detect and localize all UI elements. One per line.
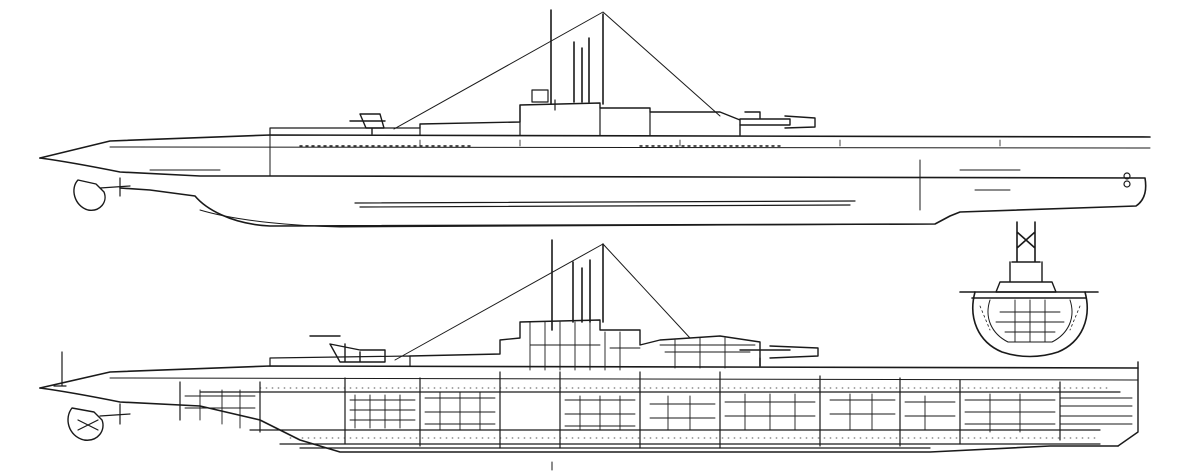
inboard-deck-line (39, 365, 1139, 389)
midship-cross-section (959, 221, 1099, 358)
periscope (573, 37, 590, 103)
bulkheads (179, 371, 1061, 449)
bow-post (1117, 361, 1139, 447)
section-conning-tower (995, 261, 1057, 293)
inboard-after-gun (309, 335, 386, 363)
forward-deck-gun (739, 111, 816, 129)
conning-tower (419, 102, 741, 136)
conning-tower-interior (529, 321, 641, 371)
propeller-shaft (99, 177, 131, 197)
forward-compartments (829, 393, 1056, 433)
deck-edge (109, 146, 1151, 149)
inboard-conning-tower (409, 319, 761, 367)
after-torpedo-room (184, 389, 256, 429)
section-hull (972, 291, 1088, 358)
keel-line (199, 209, 931, 228)
outboard-profile (39, 9, 1151, 228)
after-casing (269, 127, 421, 136)
hull-outline (39, 157, 1147, 227)
stern-frame (149, 135, 271, 177)
hawse-hole (1123, 180, 1131, 188)
station-marks (419, 139, 1001, 147)
bow-frame (919, 159, 1021, 211)
inboard-casing (269, 355, 411, 367)
section-mast (1011, 221, 1041, 263)
wireless-aerial (393, 11, 721, 130)
engine-room-machinery (349, 391, 496, 431)
pressure-hull (199, 391, 1121, 431)
inboard-deck-edge (109, 377, 1139, 381)
control-room (659, 337, 756, 369)
after-deck-gun (349, 113, 386, 135)
inboard-wireless-aerial (394, 243, 691, 361)
conning-tower-hatch (531, 89, 549, 103)
rudder (73, 179, 106, 211)
inboard-propeller (77, 403, 131, 431)
bridge (519, 99, 651, 136)
bilge-keel (354, 200, 856, 208)
section-interior (995, 299, 1065, 343)
inboard-keel (279, 443, 1101, 449)
section-saddle-tanks (979, 305, 1081, 331)
inboard-rudder (67, 407, 104, 441)
torpedo-tubes (1059, 397, 1133, 425)
hawse-hole (1123, 172, 1131, 180)
inboard-hull-outline (39, 387, 1119, 453)
inboard-profile (39, 239, 1139, 453)
inboard-periscopes (572, 259, 591, 323)
battery-tanks (564, 393, 816, 431)
stern-post (53, 351, 67, 387)
section-deck (959, 291, 1099, 299)
frame-ticks (259, 387, 1111, 439)
deck-line (39, 134, 1151, 159)
inboard-forward-gun (739, 345, 819, 367)
